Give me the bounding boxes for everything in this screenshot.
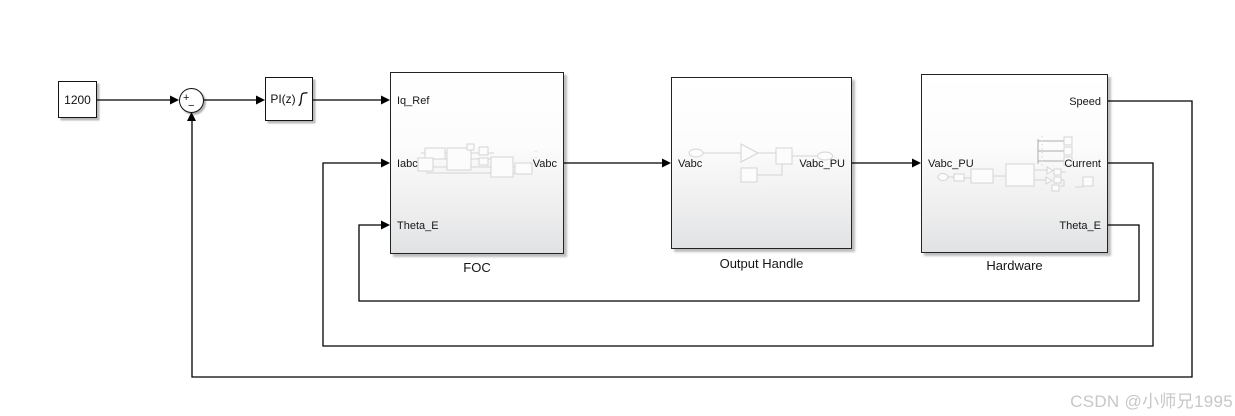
output-handle-subsystem-block[interactable]: Vabc Vabc_PU xyxy=(671,77,852,249)
hardware-port-vabcpu: Vabc_PU xyxy=(928,158,974,170)
foc-port-iqref: Iq_Ref xyxy=(397,95,430,107)
sum-plus-sign: + xyxy=(183,92,190,104)
hardware-port-speed: Speed xyxy=(1069,96,1101,108)
arrowhead-icon xyxy=(256,95,265,105)
constant-block[interactable]: 1200 xyxy=(58,81,97,118)
wire-constant-to-sum[interactable] xyxy=(97,95,179,105)
constant-value: 1200 xyxy=(64,92,91,107)
arrowhead-icon xyxy=(381,158,390,168)
arrowhead-icon xyxy=(187,112,196,121)
pid-label: PI(z) xyxy=(270,92,296,106)
arrowhead-icon xyxy=(381,220,390,230)
foc-port-thetae: Theta_E xyxy=(397,220,439,232)
wire-pid-to-foc-iqref[interactable] xyxy=(313,95,390,105)
output-handle-block-name[interactable]: Output Handle xyxy=(719,256,804,271)
sum-minus-sign: − xyxy=(188,100,195,112)
wire-foc-vabc-to-output-handle[interactable] xyxy=(564,158,671,168)
wire-speed-feedback-to-sum[interactable] xyxy=(187,100,1193,378)
foc-subsystem-preview xyxy=(417,143,537,178)
hardware-subsystem-block[interactable]: Vabc_PU Speed Current Theta_E xyxy=(921,74,1108,253)
hardware-port-thetae: Theta_E xyxy=(1059,220,1101,232)
arrowhead-icon xyxy=(662,158,671,168)
hardware-block-name[interactable]: Hardware xyxy=(986,258,1043,273)
csdn-watermark: CSDN @小师兄1995 xyxy=(1070,392,1233,411)
step-response-curve-icon xyxy=(298,92,308,107)
arrowhead-icon xyxy=(170,95,179,105)
foc-block-name[interactable]: FOC xyxy=(463,260,491,275)
foc-port-iabc: Iabc xyxy=(397,158,418,170)
wire-output-handle-to-hardware[interactable] xyxy=(852,158,921,168)
arrowhead-icon xyxy=(381,95,390,105)
pid-controller-block[interactable]: PI(z) xyxy=(265,77,313,121)
output-handle-port-vabc: Vabc xyxy=(678,158,703,170)
foc-port-vabc: Vabc xyxy=(532,158,557,170)
wire-sum-to-pid[interactable] xyxy=(204,95,265,105)
hardware-port-current: Current xyxy=(1064,158,1101,170)
wire-thetae-feedback-to-foc-thetae[interactable] xyxy=(358,220,1140,302)
sum-junction[interactable]: + − xyxy=(179,88,204,113)
output-handle-port-vabcpu: Vabc_PU xyxy=(799,158,845,170)
foc-subsystem-block[interactable]: Iq_Ref Iabc Theta_E Vabc xyxy=(390,72,564,254)
arrowhead-icon xyxy=(912,158,921,168)
wire-current-feedback-to-foc-iabc[interactable] xyxy=(322,158,1154,347)
